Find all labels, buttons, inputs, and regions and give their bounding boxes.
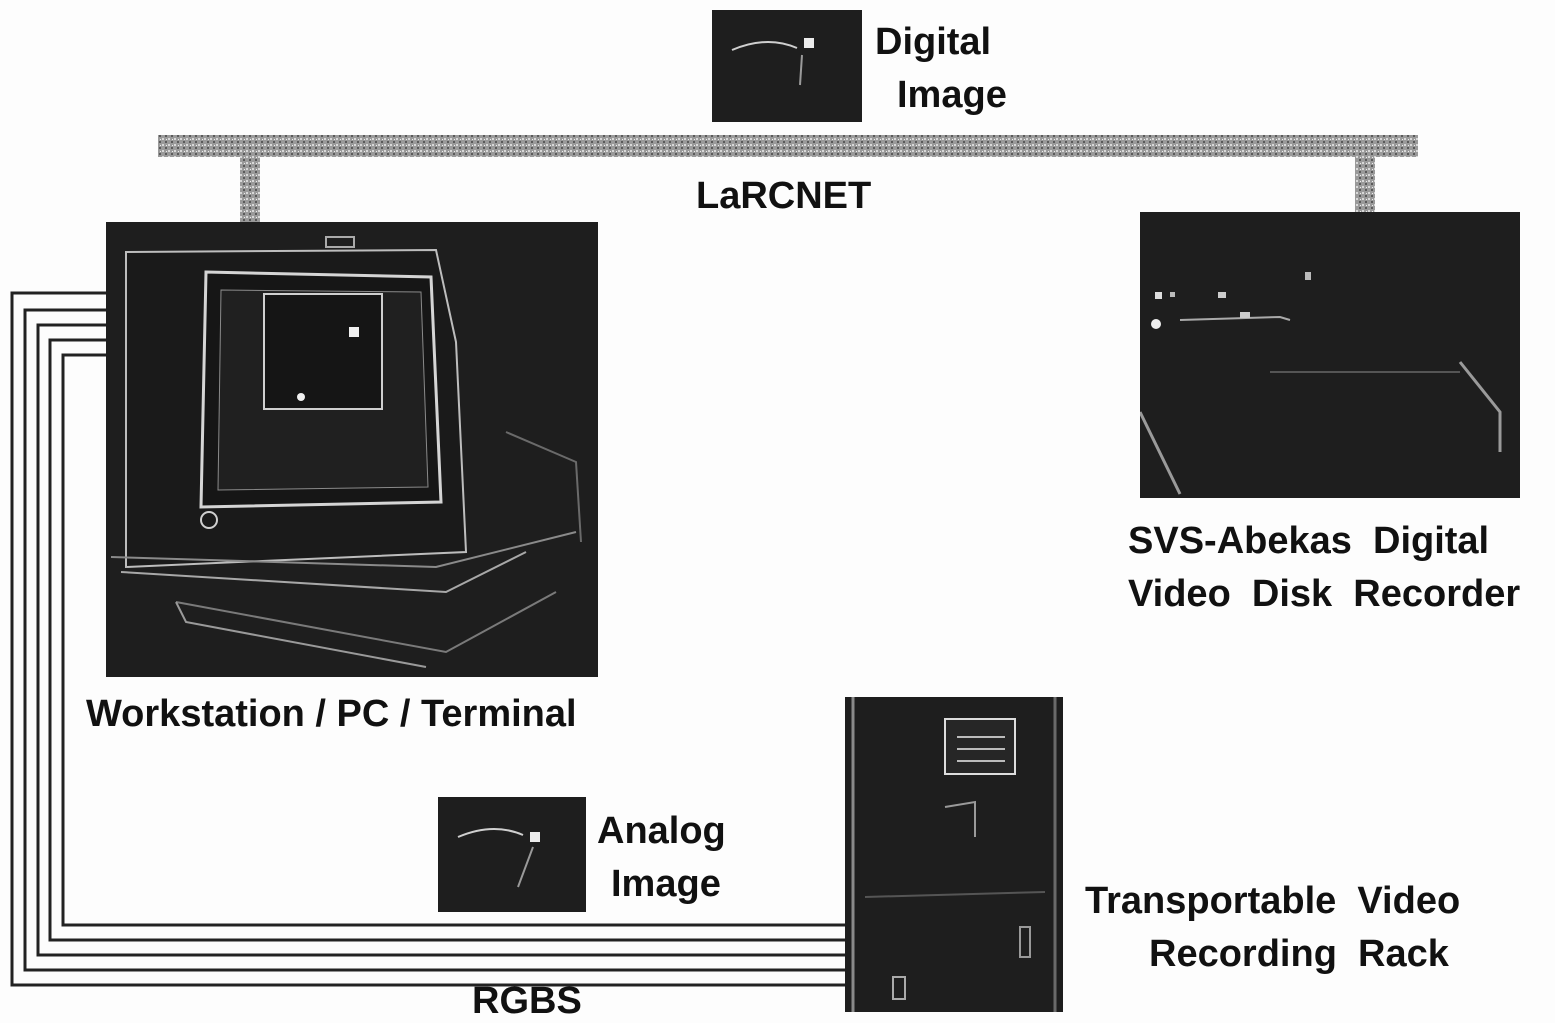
recorder-label-line1: SVS-Abekas Digital	[1128, 520, 1490, 562]
larcnet-label: LaRCNET	[696, 175, 872, 217]
recorder-network-drop	[1355, 150, 1375, 212]
workstation-network-drop	[240, 150, 260, 222]
larcnet-bus	[158, 135, 1418, 157]
digital-image-label: Digital Image	[875, 16, 1007, 122]
analog-image-label: Analog Image	[597, 805, 726, 911]
rack-label: Transportable Video Recording Rack	[1085, 875, 1460, 981]
analog-image-photo	[438, 797, 586, 912]
digital-image-label-line2: Image	[897, 74, 1007, 116]
rack-label-line1: Transportable Video	[1085, 880, 1461, 922]
recorder-label-line2: Video Disk Recorder	[1128, 573, 1521, 615]
rack-label-line2: Recording Rack	[1149, 933, 1449, 975]
rgbs-label: RGBS	[472, 980, 582, 1022]
rack-photo	[845, 697, 1063, 1012]
analog-image-label-line2: Image	[611, 863, 721, 905]
rgbs-cables	[10, 291, 845, 987]
workstation-label: Workstation / PC / Terminal	[86, 693, 577, 735]
digital-image-photo	[712, 10, 862, 122]
digital-image-label-line1: Digital	[875, 21, 992, 63]
analog-image-label-line1: Analog	[597, 810, 726, 852]
recorder-photo	[1140, 212, 1520, 498]
recorder-label: SVS-Abekas Digital Video Disk Recorder	[1128, 515, 1520, 621]
workstation-photo	[106, 222, 598, 677]
